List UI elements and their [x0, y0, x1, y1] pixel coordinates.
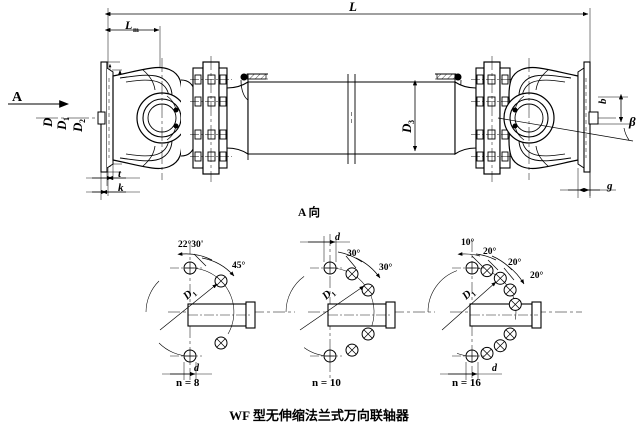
label-n16-angle-3: 20° [508, 257, 522, 268]
label-d1: D [54, 120, 69, 131]
label-lm-subscript: m [133, 26, 139, 34]
label-n16-angle-2: 20° [483, 246, 497, 257]
label-beta: β [628, 114, 636, 129]
dimension-d3 [405, 79, 425, 155]
label-overall-length: L [348, 0, 357, 14]
label-lm: L [124, 18, 132, 32]
label-view-a: A 向 [298, 205, 320, 219]
label-n8-pcd-subscript: 1 [191, 290, 199, 299]
label-view-arrow-a: A [12, 90, 23, 105]
label-d3: D [399, 123, 414, 134]
label-n16-angle-4: 20° [530, 270, 544, 281]
label-t: t [118, 168, 122, 180]
label-b: b [597, 98, 609, 104]
label-d3-subscript: 3 [407, 120, 416, 124]
right-dimensions [497, 93, 634, 198]
label-n16-pcd-subscript: 1 [470, 290, 478, 299]
label-d: D [40, 117, 55, 128]
label-n10-angle-pitch: 30° [379, 262, 393, 273]
center-tube [226, 73, 477, 164]
label-n16-angle-1: 10° [461, 237, 475, 248]
label-k: k [118, 182, 124, 194]
bolt-pattern-n16 [427, 240, 582, 380]
label-n8-hole-dia: d [194, 363, 200, 374]
label-d2: D [70, 122, 85, 133]
label-n16-count: n = 16 [452, 377, 481, 389]
label-n8-angle-pitch: 45° [232, 260, 246, 271]
label-n8-count: n = 8 [176, 377, 200, 389]
figure-caption: WF 型无伸缩法兰式万向联轴器 [229, 408, 410, 423]
left-flange-yoke-assembly [97, 61, 232, 175]
label-n8-angle-half: 22°30' [178, 239, 203, 250]
label-n10-count: n = 10 [312, 377, 341, 389]
dimension-lm [104, 26, 161, 70]
right-flange-yoke-assembly [471, 61, 599, 175]
bolt-pattern-n8 [145, 242, 295, 380]
label-n10-angle-first: 30° [347, 248, 361, 259]
label-n10-pcd-subscript: 1 [330, 290, 338, 299]
label-n16-hole-dia: d [492, 363, 498, 374]
label-d2-subscript: 2 [78, 119, 87, 123]
left-dimensions-tk [86, 164, 140, 200]
label-n10-hole-dia: d [335, 232, 341, 243]
label-d1-subscript: 1 [62, 117, 71, 121]
bolt-pattern-n10 [285, 234, 435, 380]
label-g: g [606, 180, 613, 192]
